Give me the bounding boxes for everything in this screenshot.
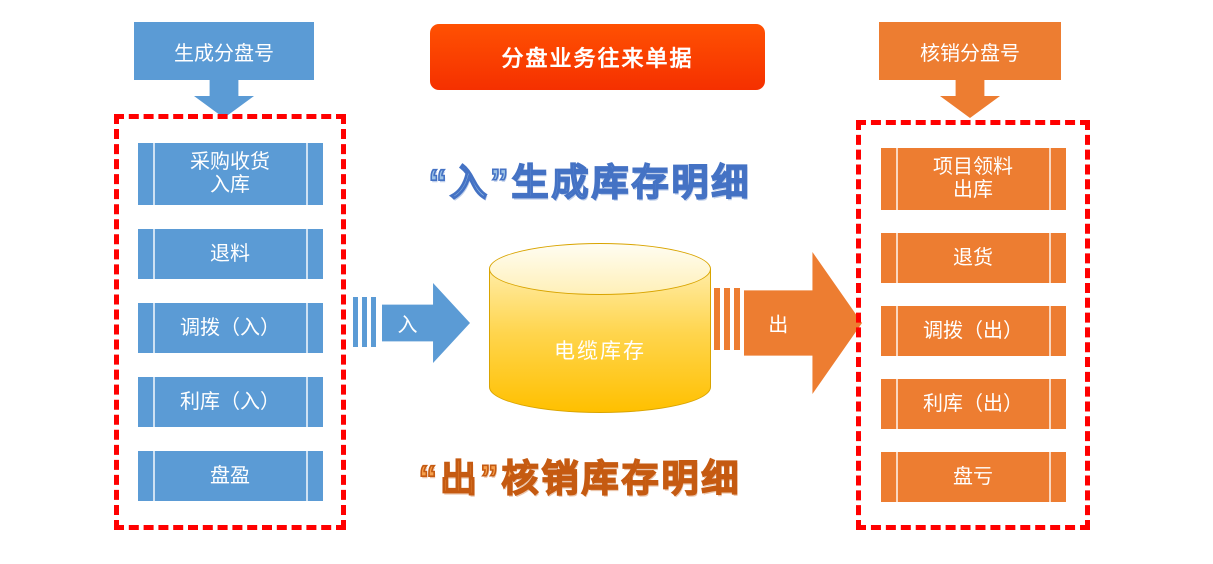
writeoff-number-header-box: 核销分盘号 bbox=[879, 22, 1061, 80]
writeoff-number-header-label: 核销分盘号 bbox=[920, 42, 1020, 65]
business-documents-banner-label: 分盘业务往来单据 bbox=[501, 46, 694, 71]
outbound-item-shortage: 盘亏 bbox=[880, 452, 1066, 502]
inbound-item-label: 调拨（入） bbox=[180, 316, 280, 339]
in-arrow: 入 bbox=[382, 283, 470, 363]
in-flow-bars bbox=[353, 297, 376, 347]
cable-inventory-cylinder: 电缆库存 bbox=[489, 243, 711, 413]
inbound-item-surplus: 盘盈 bbox=[137, 451, 323, 501]
flow-bar bbox=[353, 297, 358, 347]
cylinder-top-ellipse bbox=[489, 243, 711, 295]
out-arrow-label: 出 bbox=[768, 314, 789, 337]
out-flow-bars bbox=[714, 288, 740, 350]
flow-bar bbox=[362, 297, 367, 347]
inbound-item-label: 盘盈 bbox=[210, 464, 250, 487]
generate-number-header-label: 生成分盘号 bbox=[174, 42, 274, 65]
inbound-item-label: 退料 bbox=[210, 242, 250, 265]
outbound-item-transfer-out: 调拨（出） bbox=[880, 306, 1066, 356]
flow-bar bbox=[371, 297, 376, 347]
flow-bar bbox=[734, 288, 740, 350]
generate-number-header-box: 生成分盘号 bbox=[134, 22, 314, 80]
inbound-item-transfer-in: 调拨（入） bbox=[137, 303, 323, 353]
out-caption: “出”核销库存明细 bbox=[418, 457, 742, 500]
in-caption: “入”生成库存明细 bbox=[428, 161, 752, 204]
right-down-arrow-icon bbox=[940, 80, 1000, 118]
inbound-item-reuse-in: 利库（入） bbox=[137, 377, 323, 427]
cable-inventory-label: 电缆库存 bbox=[554, 340, 646, 363]
outbound-item-reuse-out: 利库（出） bbox=[880, 379, 1066, 429]
outbound-item-project-issue: 项目领料 出库 bbox=[880, 148, 1066, 210]
inbound-item-label: 利库（入） bbox=[180, 390, 280, 413]
outbound-item-label: 利库（出） bbox=[923, 392, 1023, 415]
out-arrow: 出 bbox=[744, 252, 862, 394]
inbound-item-material-return: 退料 bbox=[137, 229, 323, 279]
business-documents-banner: 分盘业务往来单据 bbox=[430, 24, 765, 90]
inbound-item-purchase-receipt: 采购收货 入库 bbox=[137, 143, 323, 205]
flow-bar bbox=[724, 288, 730, 350]
outbound-item-goods-return: 退货 bbox=[880, 233, 1066, 283]
outbound-item-label: 项目领料 出库 bbox=[933, 156, 1013, 201]
outbound-group-container: 项目领料 出库 退货 调拨（出） 利库（出） 盘亏 bbox=[856, 120, 1090, 530]
in-arrow-label: 入 bbox=[397, 314, 418, 337]
outbound-item-label: 盘亏 bbox=[953, 465, 993, 488]
inbound-group-container: 采购收货 入库 退料 调拨（入） 利库（入） 盘盈 bbox=[114, 114, 346, 530]
left-down-arrow-icon bbox=[194, 80, 254, 118]
flow-bar bbox=[714, 288, 720, 350]
outbound-item-label: 调拨（出） bbox=[923, 319, 1023, 342]
inbound-item-label: 采购收货 入库 bbox=[190, 151, 270, 196]
outbound-item-label: 退货 bbox=[953, 246, 993, 269]
